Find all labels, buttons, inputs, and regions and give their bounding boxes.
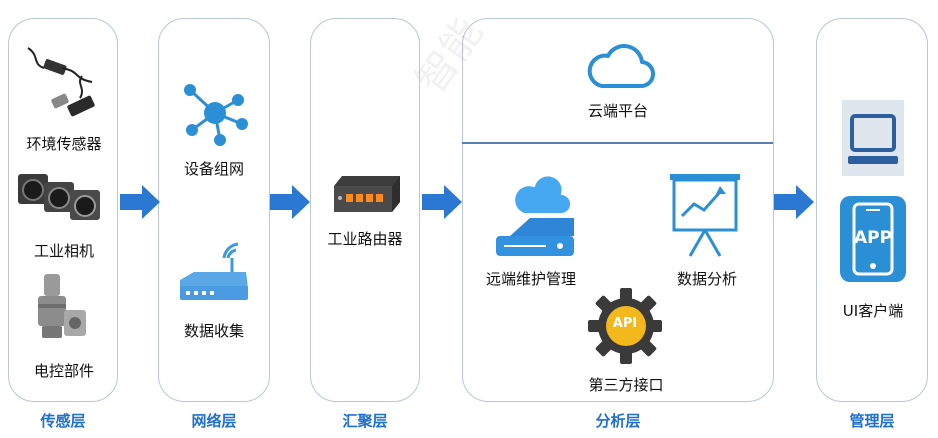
env-sensor-label: 环境传感器 [26, 135, 102, 153]
remote-maintenance-label: 远端维护管理 [485, 270, 576, 288]
device-network-label: 设备组网 [183, 160, 244, 178]
control-parts-label: 电控部件 [33, 362, 94, 380]
api-gear-icon [588, 288, 662, 364]
remote-server-icon [496, 174, 574, 256]
arrow-right-icon [422, 185, 462, 219]
layer-label-aggregation: 汇聚层 [342, 412, 388, 430]
ui-client-label: UI客户端 [842, 302, 904, 320]
api-badge: API [612, 316, 638, 331]
industrial-camera-icon [18, 174, 100, 220]
monitor-icon [842, 100, 904, 176]
arrow-right-icon [774, 185, 814, 219]
arrow-right-icon [120, 185, 160, 219]
router-label: 工业路由器 [327, 230, 403, 248]
industrial-camera-label: 工业相机 [33, 242, 94, 260]
data-analysis-board-icon [670, 174, 740, 257]
proximity-sensor-icon [27, 47, 95, 117]
analysis-divider [462, 142, 773, 144]
app-badge: APP [853, 228, 893, 248]
data-collection-label: 数据收集 [183, 322, 244, 340]
third-party-api-label: 第三方接口 [588, 376, 664, 394]
network-layer-box [158, 18, 270, 402]
layer-label-analysis: 分析层 [595, 412, 641, 430]
industrial-router-icon [334, 176, 400, 212]
data-analysis-label: 数据分析 [676, 270, 737, 288]
layer-label-management: 管理层 [849, 412, 895, 430]
network-hub-icon [184, 84, 248, 146]
arrow-right-icon [270, 185, 310, 219]
mobile-app-icon [840, 196, 906, 282]
layer-label-network: 网络层 [191, 412, 237, 430]
cloud-icon [587, 44, 655, 89]
vibration-sensor-icon [38, 274, 86, 338]
wireless-gateway-icon [180, 242, 248, 300]
cloud-platform-label: 云端平台 [587, 102, 648, 120]
layer-label-sensing: 传感层 [40, 412, 86, 430]
